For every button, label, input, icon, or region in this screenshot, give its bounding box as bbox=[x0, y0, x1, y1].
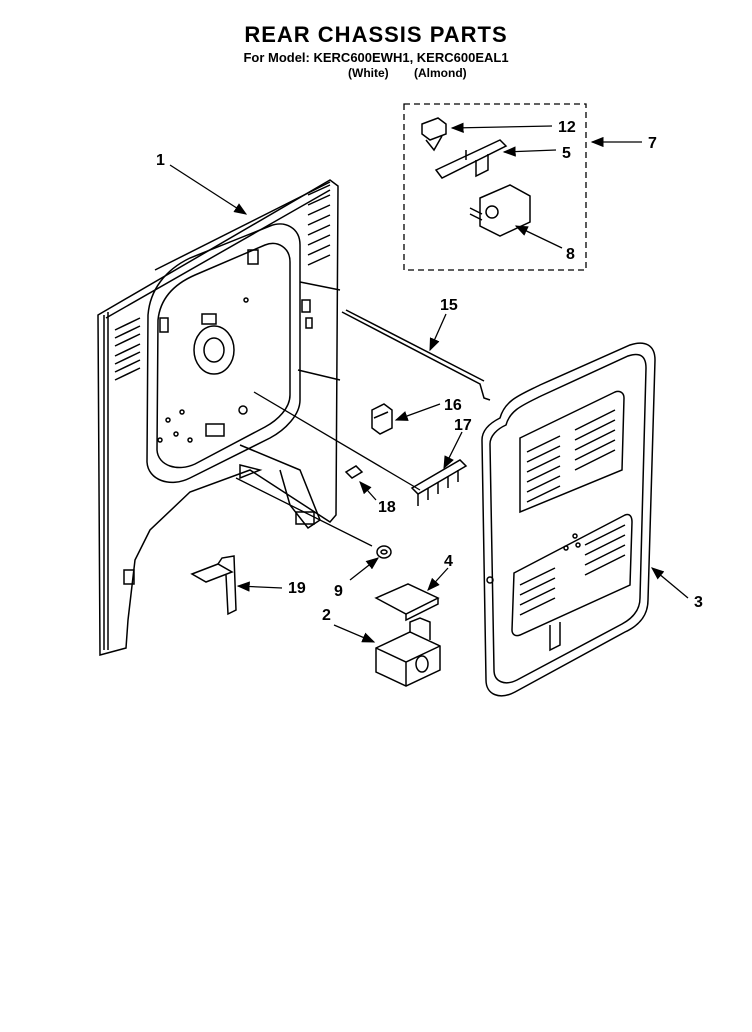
callout-8: 8 bbox=[566, 246, 575, 263]
part-4-plate bbox=[374, 583, 440, 622]
diagram-title: REAR CHASSIS PARTS bbox=[244, 22, 508, 47]
part-16-block bbox=[371, 403, 393, 435]
leader-3 bbox=[651, 567, 689, 599]
leader-5 bbox=[502, 146, 557, 157]
assembly-box-part-7 bbox=[403, 103, 587, 271]
leader-19 bbox=[236, 581, 283, 592]
rear-cover-part-3 bbox=[481, 342, 656, 697]
model-line: For Model: KERC600EWH1, KERC600EAL1 bbox=[243, 50, 509, 65]
leader-8 bbox=[514, 225, 563, 249]
part-8-relay bbox=[469, 184, 531, 237]
callout-4: 4 bbox=[444, 553, 453, 570]
callout-7: 7 bbox=[648, 135, 657, 152]
callout-17: 17 bbox=[454, 417, 472, 434]
part-19-bracket bbox=[190, 555, 237, 616]
part-5-bracket bbox=[434, 139, 508, 179]
callout-19: 19 bbox=[288, 580, 306, 597]
callout-16: 16 bbox=[444, 397, 462, 414]
callout-1: 1 bbox=[156, 152, 165, 169]
leader-lines bbox=[169, 122, 689, 643]
callout-12: 12 bbox=[558, 119, 576, 136]
part-2-box bbox=[375, 617, 441, 687]
variant-almond: (Almond) bbox=[414, 66, 467, 80]
part-17-terminal-block bbox=[410, 459, 468, 506]
leader-16 bbox=[394, 403, 441, 421]
leader-9-secondary bbox=[235, 477, 373, 547]
leader-17-secondary bbox=[253, 391, 421, 491]
callout-15: 15 bbox=[440, 297, 458, 314]
variant-white: (White) bbox=[348, 66, 389, 80]
rear-panel-part-1 bbox=[97, 179, 341, 656]
part-18-clip bbox=[344, 465, 364, 479]
leader-4 bbox=[427, 567, 449, 591]
leader-17 bbox=[443, 431, 463, 470]
callout-18: 18 bbox=[378, 499, 396, 516]
callout-labels: 1 2 3 4 5 7 8 9 12 15 16 17 18 19 bbox=[156, 119, 703, 624]
part-15-rod bbox=[341, 309, 491, 401]
leader-15 bbox=[429, 313, 447, 352]
callout-2: 2 bbox=[322, 607, 331, 624]
callout-5: 5 bbox=[562, 145, 571, 162]
callout-3: 3 bbox=[694, 594, 703, 611]
leader-9 bbox=[349, 557, 380, 581]
leader-18 bbox=[359, 481, 377, 501]
part-12-clip bbox=[421, 117, 447, 152]
leader-1 bbox=[169, 164, 248, 215]
leader-2 bbox=[333, 624, 376, 643]
callout-9: 9 bbox=[334, 583, 343, 600]
leader-12 bbox=[450, 122, 553, 133]
part-9-grommet bbox=[376, 545, 392, 559]
